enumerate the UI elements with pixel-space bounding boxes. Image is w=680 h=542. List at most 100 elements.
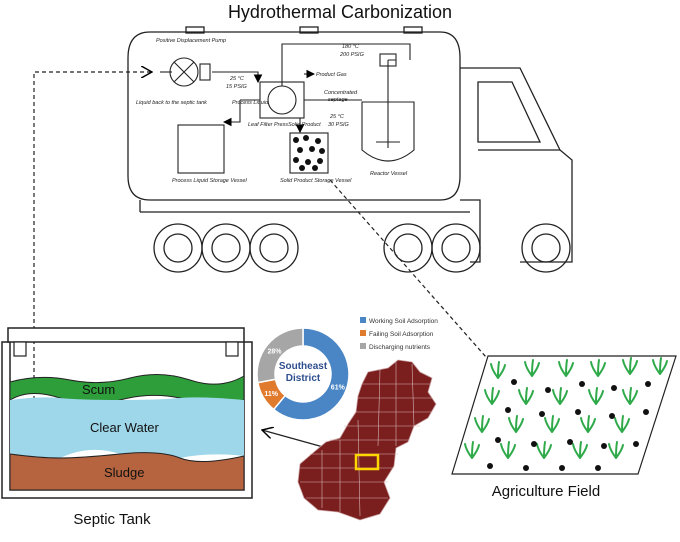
solid-to-field-line bbox=[329, 179, 508, 382]
legend-label: Failing Soil Adsorption bbox=[369, 331, 434, 338]
fertilizer-dot bbox=[505, 407, 511, 413]
solid-product-dot bbox=[293, 137, 299, 143]
plant-icon bbox=[544, 415, 560, 433]
diagram-title: Hydrothermal Carbonization bbox=[228, 2, 452, 22]
fertilizer-dot bbox=[545, 387, 551, 393]
liquid-back-label: Liquid back to the septic tank bbox=[136, 100, 207, 106]
pump-label: Positive Displacement Pump bbox=[156, 38, 226, 44]
condition-label: 200 PSIG bbox=[339, 52, 365, 58]
fertilizer-dot bbox=[523, 465, 529, 471]
plant-icon bbox=[536, 441, 552, 459]
solid-product-dots bbox=[293, 135, 325, 171]
fertilizer-dot bbox=[511, 379, 517, 385]
donut-value-label: 28% bbox=[267, 348, 282, 355]
solid-product-dot bbox=[315, 138, 321, 144]
septic-tank-lid bbox=[7, 327, 245, 343]
donut-chart: 61% 11% 28% bbox=[256, 327, 350, 421]
solid-product-dot bbox=[305, 159, 311, 165]
agriculture-field bbox=[451, 355, 677, 475]
plant-icon bbox=[580, 415, 596, 433]
fertilizer-dot bbox=[575, 409, 581, 415]
scum-label: Scum bbox=[82, 382, 115, 397]
truck-wheel bbox=[521, 223, 571, 273]
truck-wheel bbox=[383, 223, 433, 273]
fertilizer-dot bbox=[611, 385, 617, 391]
fertilizer-dot bbox=[567, 439, 573, 445]
concentrated-label: Concentrated bbox=[324, 90, 358, 96]
liquid-storage-vessel bbox=[177, 124, 225, 174]
fertilizer-dot bbox=[633, 441, 639, 447]
truck bbox=[127, 26, 573, 273]
septic-tank-lid-tab bbox=[13, 341, 27, 357]
truck-wheel bbox=[153, 223, 203, 273]
plant-icon bbox=[572, 441, 588, 459]
solid-product-label: Solid Product bbox=[288, 122, 321, 128]
fertilizer-dot bbox=[645, 381, 651, 387]
condition-label: 25 °C bbox=[229, 76, 244, 82]
solid-product-dot bbox=[297, 147, 303, 153]
legend-swatch bbox=[360, 317, 366, 323]
plant-icon bbox=[622, 357, 638, 375]
tank-hatch bbox=[299, 26, 319, 34]
condition-label: 30 PSIG bbox=[328, 122, 350, 128]
septic-tank-title: Septic Tank bbox=[73, 511, 151, 528]
solid-product-dot bbox=[312, 165, 318, 171]
truck-wheel bbox=[431, 223, 481, 273]
truck-wheel bbox=[201, 223, 251, 273]
condition-label: 15 PSIG bbox=[226, 84, 248, 90]
septic-tank: Scum Clear Water Sludge bbox=[1, 327, 253, 499]
plant-icon bbox=[524, 359, 540, 377]
process-line bbox=[212, 71, 263, 84]
legend-swatch bbox=[360, 343, 366, 349]
fertilizer-dot bbox=[539, 411, 545, 417]
plant-icon bbox=[490, 361, 506, 379]
solid-product-dot bbox=[309, 146, 315, 152]
highlighted-county bbox=[354, 453, 380, 471]
plant-icon bbox=[608, 441, 624, 459]
solid-product-dot bbox=[299, 165, 305, 171]
plant-icon bbox=[622, 387, 638, 405]
donut-slice bbox=[256, 327, 304, 384]
product-gas-label: Product Gas bbox=[316, 72, 347, 78]
process-line bbox=[281, 43, 411, 86]
plant-icon bbox=[500, 441, 516, 459]
donut-value-label: 11% bbox=[264, 391, 278, 398]
donut-center-label: District bbox=[286, 373, 321, 384]
septage-label: septage bbox=[328, 97, 348, 103]
donut-legend: Working Soil Adsorption Failing Soil Ads… bbox=[360, 317, 438, 351]
clear-water-label: Clear Water bbox=[90, 420, 160, 435]
plant-icon bbox=[552, 387, 568, 405]
tank-hatch bbox=[185, 26, 205, 34]
legend-label: Discharging nutrients bbox=[369, 344, 431, 351]
plant-icon bbox=[508, 415, 524, 433]
fertilizer-dot bbox=[487, 463, 493, 469]
fertilizer-dot bbox=[643, 409, 649, 415]
sludge-layer bbox=[9, 452, 245, 491]
clear-water-layer bbox=[10, 397, 244, 465]
plant-icon bbox=[588, 387, 604, 405]
donut-value-label: 61% bbox=[331, 385, 346, 392]
plant-icon bbox=[518, 387, 534, 405]
condition-label: 180 °C bbox=[342, 44, 359, 50]
truck-tank bbox=[127, 31, 461, 201]
county-map bbox=[297, 359, 437, 521]
legend-label: Working Soil Adsorption bbox=[369, 318, 438, 325]
fertilizer-dot bbox=[595, 465, 601, 471]
agriculture-field-title: Agriculture Field bbox=[492, 483, 600, 500]
truck-wheel bbox=[249, 223, 299, 273]
fertilizer-dot bbox=[609, 413, 615, 419]
plant-icon bbox=[484, 387, 500, 405]
plant-icon bbox=[474, 415, 490, 433]
plant-icon bbox=[558, 359, 574, 377]
liquid-storage-label: Process Liquid Storage Vessel bbox=[172, 178, 247, 184]
condition-label: 25 °C bbox=[329, 114, 344, 120]
reactor-vessel-icon bbox=[361, 53, 415, 162]
tank-hatch bbox=[403, 26, 423, 34]
plant-icon bbox=[590, 359, 606, 377]
fertilizer-dot bbox=[495, 437, 501, 443]
solid-product-dot bbox=[303, 135, 309, 141]
legend-swatch bbox=[360, 330, 366, 336]
plant-icon bbox=[652, 357, 668, 375]
process-line bbox=[224, 99, 260, 122]
